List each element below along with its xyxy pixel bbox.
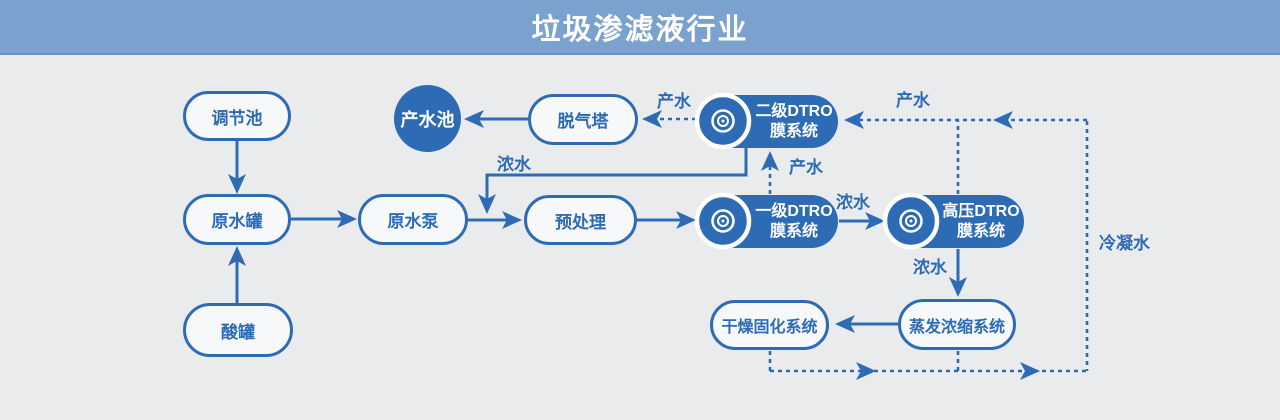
arrowhead-down-icon: [478, 194, 496, 214]
arrowhead-left-icon: [844, 111, 864, 129]
node-raw-water-pump: 原水泵: [358, 194, 468, 245]
edge-label-product-stage1-stage2: 产水: [789, 158, 823, 177]
arrowhead-left-icon: [993, 111, 1013, 129]
node-label-line1: 一级DTRO: [755, 202, 833, 220]
page-title: 垃圾渗滤液行业: [531, 13, 749, 46]
node-label-line2: 膜系统: [769, 222, 818, 240]
arrowhead-right-icon: [1020, 362, 1040, 380]
node-regulation-pool: 调节池: [183, 91, 291, 141]
node-acid-tank: 酸罐: [183, 303, 293, 357]
node-label-line1: 二级DTRO: [755, 102, 833, 120]
arrowhead-left-icon: [642, 110, 662, 128]
edge-stage2-concentrate-return: [485, 148, 748, 200]
arrowhead-right-icon: [865, 212, 885, 230]
arrowhead-right-icon: [676, 211, 696, 229]
node-drying-system: 干燥固化系统: [710, 300, 829, 350]
arrowhead-right-icon: [337, 210, 357, 228]
node-raw-water-tank: 原水罐: [183, 194, 291, 245]
node-label-line1: 高压DTRO: [942, 202, 1020, 220]
edge-label-concentrate-hp-evap: 浓水: [913, 258, 947, 277]
edge-label-product-top: 产水: [896, 91, 930, 110]
arrowhead-down-icon: [949, 277, 967, 297]
edge-label-product-to-degasser: 产水: [657, 92, 691, 111]
header-bar: 垃圾渗滤液行业: [0, 0, 1280, 55]
node-label-line2: 膜系统: [956, 222, 1005, 240]
node-evaporation-system: 蒸发浓缩系统: [898, 299, 1016, 350]
dtro-disc-icon: [882, 192, 940, 250]
node-label-line2: 膜系统: [769, 122, 818, 140]
arrowhead-up-icon: [228, 246, 246, 266]
node-stage1-dtro: 一级DTRO 膜系统: [694, 192, 838, 250]
arrowhead-left-icon: [835, 315, 855, 333]
node-product-water-pool: 产水池: [394, 85, 461, 152]
arrowhead-right-icon: [856, 362, 876, 380]
arrowhead-right-icon: [502, 211, 522, 229]
edge-label-concentrate-stage1-hp: 浓水: [836, 193, 870, 212]
edge-label-concentrate-return: 浓水: [497, 155, 531, 174]
edge-label-condensate: 冷凝水: [1099, 234, 1150, 253]
node-degassing-tower: 脱气塔: [528, 94, 638, 145]
node-pretreatment: 预处理: [524, 195, 637, 245]
node-stage2-dtro: 二级DTRO 膜系统: [694, 92, 838, 150]
dtro-disc-icon: [694, 92, 752, 150]
dtro-disc-icon: [694, 192, 752, 250]
node-hp-dtro: 高压DTRO 膜系统: [882, 192, 1024, 250]
arrowhead-left-icon: [464, 110, 484, 128]
arrowhead-down-icon: [228, 174, 246, 194]
arrowhead-up-icon: [761, 151, 779, 171]
